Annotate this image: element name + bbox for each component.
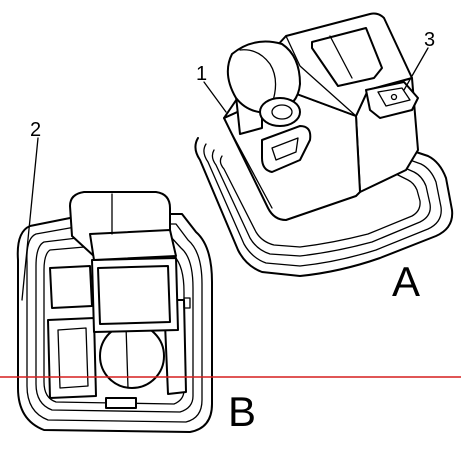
view-b-tab-right <box>183 297 191 309</box>
callout-2-label: 2 <box>30 119 41 141</box>
view-a-boot-outer <box>194 137 454 277</box>
view-a-switch-block <box>311 27 383 87</box>
view-a-gate-slot-inner <box>271 137 299 161</box>
view-a-lever-collar <box>259 97 301 127</box>
view-b-rim-4 <box>43 245 185 405</box>
view-b-label: B <box>228 388 256 435</box>
callout-2-leader <box>21 137 39 301</box>
view-a-console <box>194 12 454 277</box>
view-a-lock-button-bezel <box>365 81 419 119</box>
callout-1-label: 1 <box>196 63 207 85</box>
view-b-top-block-face <box>89 229 177 261</box>
view-b-base <box>16 191 213 433</box>
view-b-rim-3 <box>35 235 194 413</box>
callout-1-leader <box>203 81 227 113</box>
view-a-lock-button <box>377 87 411 107</box>
view-b-pocket-lower-left <box>47 317 97 399</box>
view-a-housing-lower-edge <box>229 129 273 209</box>
view-a-lever-knob-highlight <box>239 49 277 105</box>
view-a-housing-top-ridge <box>285 35 357 117</box>
callout-3-leader <box>403 47 429 91</box>
view-b-bottom-tab <box>105 397 137 409</box>
view-a-lever-collar-inner <box>271 104 293 120</box>
view-b-pocket-upper-left <box>49 265 93 309</box>
view-a-boot-ring-2 <box>203 143 442 267</box>
view-a-label: A <box>392 258 420 305</box>
view-a-boot-ring-4 <box>219 155 421 248</box>
view-a-lock-button-dot <box>390 93 398 101</box>
view-b-pocket-lower-left-inner <box>57 327 89 389</box>
callout-3-label: 3 <box>424 29 435 51</box>
view-b-mount-plate-face <box>97 265 171 325</box>
view-a-switch-block-edge <box>329 35 353 79</box>
view-b-round-cup <box>99 323 165 389</box>
view-b-rim-outer <box>16 213 213 433</box>
view-a-boot-ring-3 <box>211 149 431 257</box>
